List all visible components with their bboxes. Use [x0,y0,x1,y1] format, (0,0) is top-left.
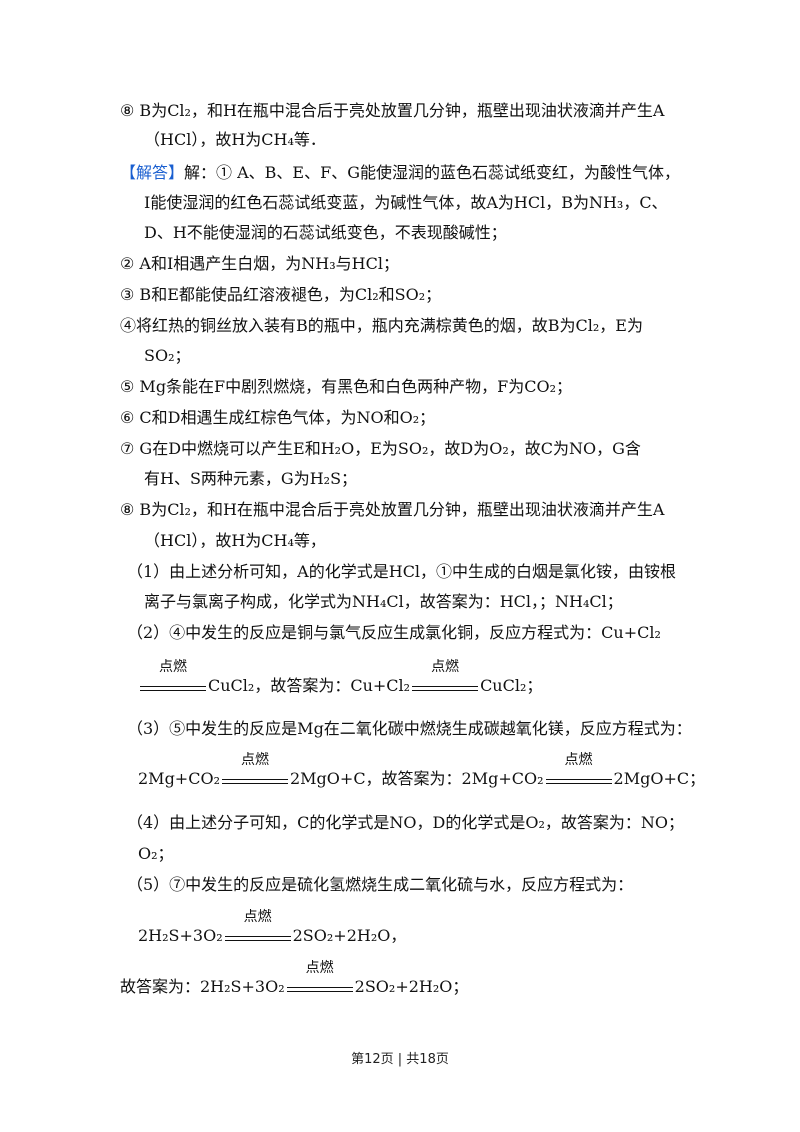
double-bar [412,686,479,691]
text-line: （HCl），故H为CH₄等， [144,531,326,550]
text-line: 离子与氯离子构成，化学式为NH₄Cl，故答案为：HCl，；NH₄Cl； [144,592,623,611]
text-line: ⑥ C和D相遇生成红棕色气体，为NO和O₂； [120,408,436,427]
reaction-arrow: 点燃 [220,752,290,790]
equation-text: 2SO₂+2H₂O； [354,977,469,996]
condition-label: 点燃 [243,909,272,925]
text-line: ⑧ B为Cl₂，和H在瓶中混合后于亮处放置几分钟，瓶壁出现油状液滴并产生A [120,101,665,120]
condition-label: 点燃 [240,752,269,768]
page-footer: 第12页 | 共18页 [351,1052,449,1067]
text-line: 有H、S两种元素，G为H₂S； [144,469,358,488]
equation-text: 2MgO+C，故答案为：2Mg+CO₂ [289,769,544,788]
text-line: 解：① A、B、E、F、G能使湿润的蓝色石蕊试纸变红，为酸性气体， [184,163,680,182]
text-line: （5）⑦中发生的反应是硫化氢燃烧生成二氧化硫与水，反应方程式为： [127,875,634,894]
equation-text: CuCl₂； [480,676,543,695]
text-line: SO₂； [144,346,191,365]
text-line: ⑤ Mg条能在F中剧烈燃烧，有黑色和白色两种产物，F为CO₂； [120,377,573,396]
equation-text: 2SO₂+2H₂O， [292,926,407,945]
double-bar [286,987,353,992]
text-line: ② A和I相遇产生白烟，为NH₃与HCl； [120,254,399,273]
equation-text: CuCl₂，故答案为：Cu+Cl₂ [208,676,411,695]
answer-line: 【解答】解：① A、B、E、F、G能使湿润的蓝色石蕊试纸变红，为酸性气体， [120,162,680,184]
double-bar [221,779,288,784]
text-line: （2）④中发生的反应是铜与氯气反应生成氯化铜，反应方程式为：Cu+Cl₂ [127,623,661,642]
reaction-arrow: 点燃 [544,752,614,790]
reaction-arrow: 点燃 [223,909,293,947]
equation-line: 2Mg+CO₂ 点燃 2MgO+C，故答案为：2Mg+CO₂ 点燃 2MgO+C； [138,752,706,790]
text-line: （3）⑤中发生的反应是Mg在二氧化碳中燃烧生成碳越氧化镁，反应方程式为： [127,719,692,738]
condition-label: 点燃 [431,659,460,675]
text-line: （1）由上述分析可知，A的化学式是HCl，①中生成的白烟是氯化铵，由铵根 [127,562,677,581]
condition-label: 点燃 [159,659,187,675]
text-line: （HCl），故H为CH₄等． [144,130,326,149]
text-line: ④将红热的铜丝放入装有B的瓶中，瓶内充满棕黄色的烟，故B为Cl₂，E为 [120,316,643,335]
equation-line: 故答案为：2H₂S+3O₂ 点燃 2SO₂+2H₂O； [120,960,469,998]
text-line: （4）由上述分子可知，C的化学式是NO，D的化学式是O₂，故答案为：NO； [127,813,685,832]
text-line: O₂； [138,844,174,863]
text-line: ③ B和E都能使品红溶液褪色，为Cl₂和SO₂； [120,285,442,304]
equation-line: 点燃 CuCl₂，故答案为：Cu+Cl₂ 点燃 CuCl₂； [138,659,543,697]
text-line: I能使湿润的红色石蕊试纸变蓝，为碱性气体，故A为HCl，B为NH₃，C、 [144,193,668,212]
reaction-arrow: 点燃 [138,659,208,697]
condition-label: 点燃 [305,960,334,976]
reaction-arrow: 点燃 [285,960,355,998]
equation-text: 2MgO+C； [613,769,706,788]
equation-line: 2H₂S+3O₂ 点燃 2SO₂+2H₂O， [138,909,407,947]
condition-label: 点燃 [564,752,593,768]
text-line: ⑧ B为Cl₂，和H在瓶中混合后于亮处放置几分钟，瓶壁出现油状液滴并产生A [120,500,665,519]
text-line: ⑦ G在D中燃烧可以产生E和H₂O，E为SO₂，故D为O₂，故C为NO，G含 [120,439,641,458]
equation-text: 2H₂S+3O₂ [138,926,223,945]
equation-text: 2Mg+CO₂ [138,769,220,788]
answer-tag: 【解答】 [120,163,185,182]
equation-text: 故答案为：2H₂S+3O₂ [120,977,285,996]
text-line: D、H不能使湿润的石蕊试纸变色，不表现酸碱性； [144,223,507,242]
double-bar [545,779,612,784]
reaction-arrow: 点燃 [410,659,480,697]
double-bar [140,686,206,691]
double-bar [224,936,291,941]
